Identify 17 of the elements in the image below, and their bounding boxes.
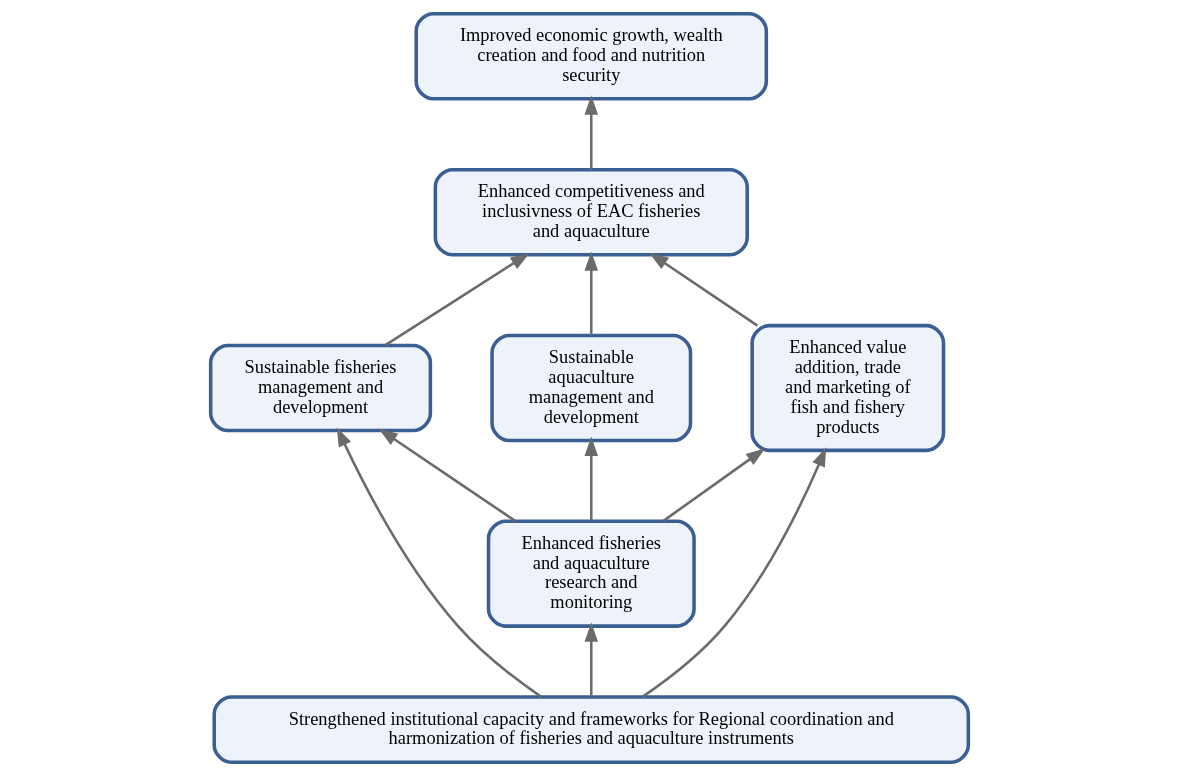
node-box: Enhanced competitiveness and inclusivness of EAC fisheries and aquaculture (433, 167, 749, 257)
arrow (584, 622, 599, 697)
node-box: Sustainable aquaculture management and development (490, 333, 693, 443)
node-box: Strengthened institutional capacity and frameworks for Regional coordination and harmonization of fisheries and aquaculture instruments (212, 695, 971, 764)
node-box: Enhanced value addition, trade and marketing of fish and fishery products (750, 323, 946, 453)
arrow (384, 252, 530, 347)
arrow (584, 251, 599, 336)
arrow (336, 427, 542, 698)
node-box: Enhanced fisheries and aquaculture research and monitoring (486, 519, 696, 628)
node-box: Sustainable fisheries management and development (208, 343, 433, 433)
arrow (662, 448, 766, 522)
arrow (584, 95, 599, 170)
arrow (649, 252, 759, 327)
arrow (584, 436, 599, 521)
arrow (378, 428, 517, 523)
node-box: Improved economic growth, wealth creation and food and nutrition security (414, 12, 769, 101)
arrow (641, 447, 827, 698)
